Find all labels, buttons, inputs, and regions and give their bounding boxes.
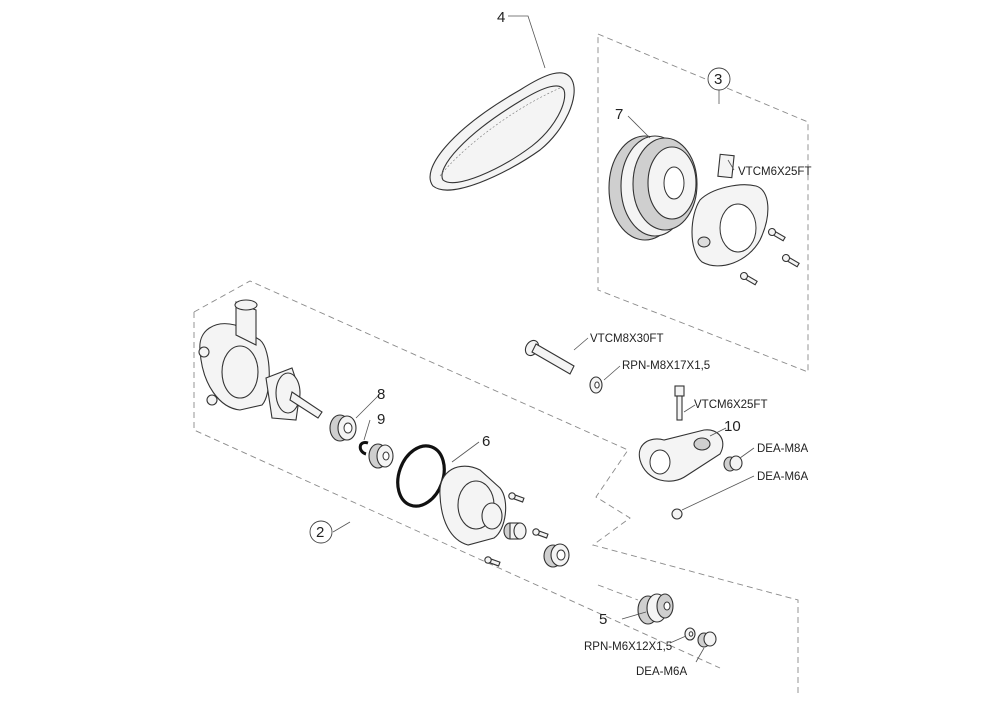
nut-dea-m6a-right [671, 508, 683, 520]
callout-3: 3 [714, 71, 722, 88]
code-dea-m6a-bottom: DEA-M6A [636, 666, 687, 678]
bearing-part-8 [329, 414, 357, 442]
callout-10: 10 [724, 418, 741, 435]
group-3-outline [597, 33, 809, 373]
bearing-second [368, 443, 394, 469]
clamp-hub [691, 153, 769, 267]
impeller-shaft [265, 367, 323, 421]
belt-part-4 [429, 72, 575, 191]
code-vtcm6x25ft-top: VTCM6X25FT [738, 166, 812, 178]
code-rpn-m8x17x15: RPN-M8X17X1,5 [622, 360, 710, 372]
screw-vtcm6x25ft-mid [674, 385, 685, 421]
callout-5: 5 [599, 611, 607, 628]
bolt-vtcm8x30ft [524, 339, 575, 375]
code-vtcm8x30ft: VTCM8X30FT [590, 333, 664, 345]
pulley-part-7 [608, 135, 698, 241]
washer-rpn-m6x12x15 [684, 627, 696, 641]
group-2-outline [193, 280, 799, 696]
code-rpn-m6x12x15: RPN-M6X12X1,5 [584, 641, 672, 653]
callout-3-bubble [707, 67, 731, 91]
code-vtcm6x25ft-mid: VTCM6X25FT [694, 399, 768, 411]
nut-dea-m6a-bottom [697, 631, 717, 648]
callout-2: 2 [316, 524, 324, 541]
code-dea-m8a: DEA-M8A [757, 443, 808, 455]
small-screws-group-3 [739, 227, 800, 286]
cover-screws [484, 492, 549, 567]
idler-bushing [543, 543, 570, 568]
leader-lines [332, 15, 755, 663]
callout-9: 9 [377, 411, 385, 428]
pump-cover [439, 465, 507, 546]
circlip-part-9 [358, 441, 369, 456]
nut-dea-m8a [723, 455, 743, 472]
callout-4: 4 [497, 9, 505, 26]
idler-pulley-part-5 [637, 593, 674, 625]
washer-rpn-m8x17x15 [589, 376, 603, 394]
tensioner-arm-part-10 [638, 429, 724, 482]
spacer-bushing [503, 522, 527, 540]
callout-8: 8 [377, 386, 385, 403]
callout-7: 7 [615, 106, 623, 123]
callout-2-bubble [309, 520, 333, 544]
pump-housing [198, 299, 270, 411]
code-dea-m6a-right: DEA-M6A [757, 471, 808, 483]
callout-6: 6 [482, 433, 490, 450]
